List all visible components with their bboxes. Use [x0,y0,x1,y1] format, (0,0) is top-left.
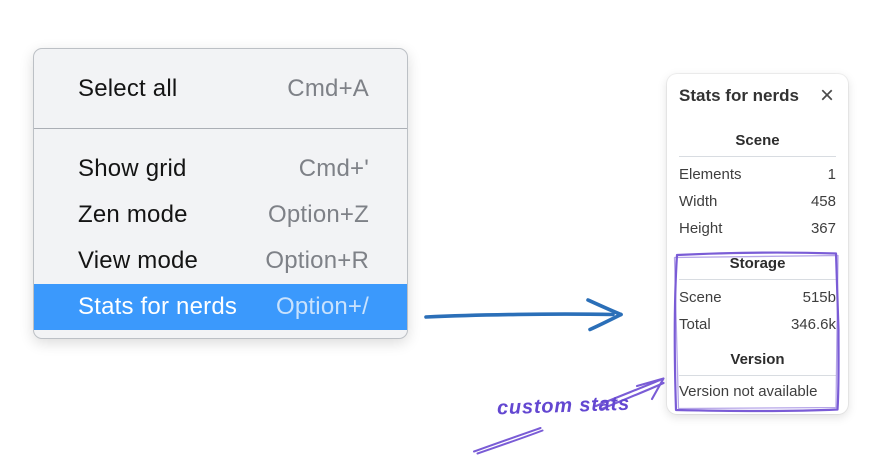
menu-item-view-mode[interactable]: View mode Option+R [34,238,407,284]
stat-label: Height [679,220,723,237]
menu-item-stats-for-nerds[interactable]: Stats for nerds Option+/ [34,284,407,330]
stat-label: Scene [679,289,722,306]
menu-item-shortcut: Option+R [265,247,369,274]
stat-value: 367 [810,220,836,237]
stat-row-height: Height 367 [679,215,836,242]
section-header-version: Version [730,351,785,368]
stats-panel-header: Stats for nerds × [679,82,836,109]
menu-item-shortcut: Option+Z [268,201,369,228]
menu-section-bottom: Show grid Cmd+' Zen mode Option+Z View m… [34,129,407,338]
annotation-tail-stroke [473,427,544,455]
section-header-storage: Storage [729,255,786,272]
stat-label: Elements [679,166,742,183]
stat-value: 1 [827,166,836,183]
menu-item-label: Show grid [78,155,187,182]
menu-divider [34,128,407,129]
stat-row-scene-storage: Scene 515b [679,284,836,311]
stat-row-width: Width 458 [679,188,836,215]
stat-label: Total [679,316,711,333]
menu-item-label: Select all [78,74,178,102]
menu-section-top: Select all Cmd+A [34,49,407,128]
context-menu: Select all Cmd+A Show grid Cmd+' Zen mod… [33,48,408,339]
close-icon[interactable]: × [819,82,834,109]
menu-item-shortcut: Cmd+' [298,155,369,182]
stat-row-elements: Elements 1 [679,161,836,188]
stat-value: 458 [810,193,836,210]
menu-item-label: View mode [78,247,199,274]
section-header-scene: Scene [735,132,780,149]
pointer-arrow [424,298,623,332]
stat-label: Width [679,193,718,210]
stats-panel: Stats for nerds × Scene Elements 1 Width… [667,74,848,414]
version-note: Version not available [679,383,818,400]
menu-item-shortcut: Option+/ [276,293,369,320]
menu-item-show-grid[interactable]: Show grid Cmd+' [34,146,407,192]
stat-value: 346.6k [790,316,836,333]
menu-item-shortcut: Cmd+A [287,74,369,102]
stat-value: 515b [802,289,836,306]
annotation-custom-stats: custom stats [496,392,631,420]
menu-item-select-all[interactable]: Select all Cmd+A [34,65,407,112]
stat-row-total-storage: Total 346.6k [679,311,836,338]
menu-item-label: Zen mode [78,201,188,228]
menu-item-zen-mode[interactable]: Zen mode Option+Z [34,192,407,238]
section-rule [679,156,836,157]
menu-item-label: Stats for nerds [78,293,238,320]
stats-panel-title: Stats for nerds [679,86,799,105]
section-rule [679,375,836,376]
section-rule [679,279,836,280]
